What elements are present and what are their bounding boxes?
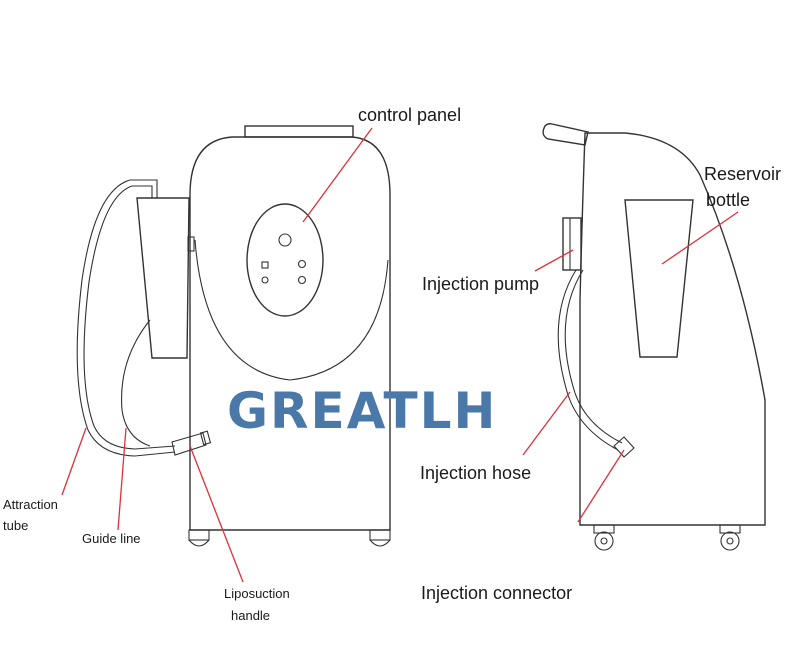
control-button-4 [297, 275, 307, 285]
label-reservoir-line2: bottle [706, 190, 750, 210]
leader-injection-hose [522, 391, 571, 456]
label-injection-connector: Injection connector [421, 583, 572, 603]
label-injection-pump: Injection pump [422, 274, 539, 294]
injection-connector-shape [613, 436, 635, 458]
liposuction-handle [171, 432, 207, 456]
side-wheel-left [593, 524, 615, 551]
guide-line-loop [121, 319, 151, 447]
label-attraction-line1: Attraction [3, 497, 58, 512]
labels: control panel Reservoir bottle Injection… [3, 105, 781, 623]
reservoir-bottle-shape [624, 199, 694, 358]
front-body-curve [194, 239, 389, 381]
leader-injection-pump [534, 249, 574, 272]
control-button-2 [297, 259, 307, 269]
leader-attraction-tube [61, 427, 87, 496]
label-injection-hose: Injection hose [420, 463, 531, 483]
label-control-panel: control panel [358, 105, 461, 125]
front-wheel-left [188, 529, 210, 547]
injection-pump-block [562, 217, 582, 271]
handle-tip [199, 430, 212, 446]
leader-liposuction-handle [189, 445, 244, 583]
side-wheel-right [719, 524, 741, 551]
front-bottle [136, 197, 190, 359]
side-view-machine [542, 123, 766, 551]
top-cap [244, 125, 354, 138]
control-button-1 [261, 261, 269, 269]
attraction-tube-inner [83, 185, 176, 450]
injection-hose-outer [557, 269, 619, 451]
label-liposuction-line2: handle [231, 608, 270, 623]
leader-guide-line [117, 427, 127, 531]
control-panel-oval [246, 203, 324, 317]
leader-reservoir [661, 211, 739, 265]
label-liposuction-line1: Liposuction [224, 586, 290, 601]
leader-control-panel [302, 127, 373, 223]
label-attraction-line2: tube [3, 518, 28, 533]
label-guide-line: Guide line [82, 531, 141, 546]
brand-logo: GREATLH [227, 382, 497, 440]
control-button-3 [261, 276, 269, 284]
front-view-machine [76, 125, 391, 547]
leader-injection-connector [577, 449, 625, 523]
side-top-handle [542, 123, 589, 146]
front-wheel-right [369, 529, 391, 547]
injection-hose-inner [564, 269, 623, 444]
front-body [189, 136, 391, 531]
leader-lines [61, 127, 739, 583]
attraction-tube-outer [76, 179, 176, 457]
side-body [579, 132, 766, 526]
label-reservoir-line1: Reservoir [704, 164, 781, 184]
control-knob [278, 233, 292, 247]
